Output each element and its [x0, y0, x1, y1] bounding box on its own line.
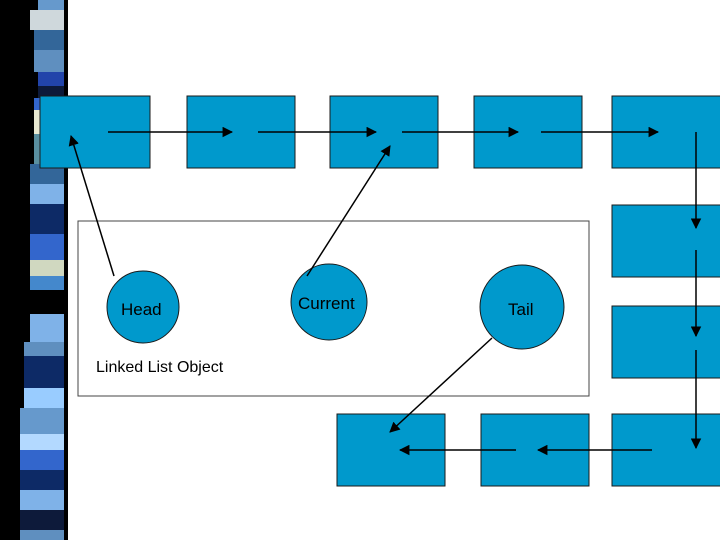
current-pointer-circle: [290, 263, 368, 341]
current-label: Current: [298, 294, 355, 313]
linked-list-object-label: Linked List Object: [96, 359, 224, 376]
head-reference-arrow: [68, 134, 115, 277]
list-node: [611, 305, 720, 379]
current-reference-arrow: [306, 145, 391, 277]
tail-reference-arrow: [389, 337, 493, 433]
list-node: [611, 204, 720, 278]
tail-pointer-circle: [479, 264, 565, 350]
head-pointer-circle: [106, 270, 180, 344]
head-label: Head: [121, 300, 162, 319]
tail-label: Tail: [508, 300, 534, 319]
